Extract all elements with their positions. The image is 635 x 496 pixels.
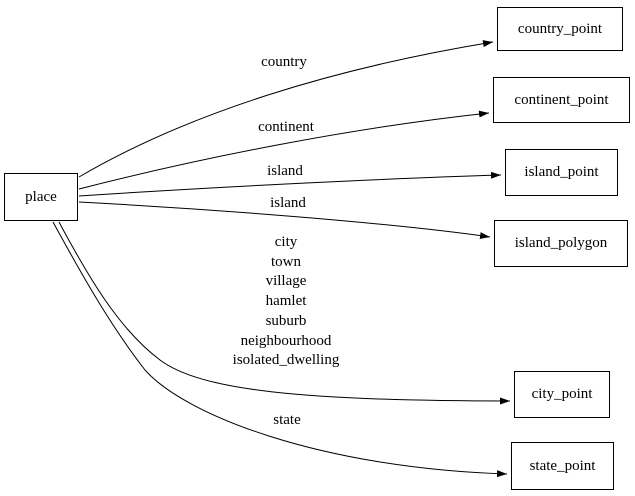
edge-label-village-line: village xyxy=(265,273,307,290)
edge-label-state: state xyxy=(273,412,301,429)
edge-label-island-point: island xyxy=(267,163,303,180)
edge-place-continent-point xyxy=(78,110,490,190)
node-place-label: place xyxy=(25,188,57,205)
edge-label-hamlet-line: hamlet xyxy=(265,293,307,310)
node-city-point: city_point xyxy=(514,371,610,418)
edge-label-suburb-line: suburb xyxy=(265,312,307,329)
node-state-point-label: state_point xyxy=(529,457,596,474)
edge-place-city-point xyxy=(58,221,511,405)
node-country-point-label: country_point xyxy=(517,20,603,37)
edge-place-state-point xyxy=(52,221,508,478)
node-country-point: country_point xyxy=(497,7,623,51)
edge-label-town-line: town xyxy=(271,253,301,270)
node-continent-point: continent_point xyxy=(493,77,630,123)
node-island-polygon: island_polygon xyxy=(494,220,628,267)
edge-label-city-point: city town village hamlet suburb neighbou… xyxy=(233,233,340,371)
node-continent-point-label: continent_point xyxy=(514,91,609,108)
node-city-point-label: city_point xyxy=(531,386,593,402)
edge-label-continent: continent xyxy=(258,119,314,136)
edge-label-isolated-dwelling-line: isolated_dwelling xyxy=(232,352,340,369)
edge-place-country-point xyxy=(78,40,494,178)
node-state-point: state_point xyxy=(511,442,614,490)
edge-label-island-polygon: island xyxy=(270,195,306,212)
node-island-polygon-label: island_polygon xyxy=(514,235,608,251)
edge-label-country: country xyxy=(261,54,307,71)
edge-label-city-line: city xyxy=(274,234,298,251)
node-island-point: island_point xyxy=(505,149,618,196)
edge-place-island-polygon xyxy=(78,201,491,240)
edge-place-island-point xyxy=(78,171,502,197)
node-place: place xyxy=(4,173,78,221)
node-island-point-label: island_point xyxy=(524,164,599,180)
edge-label-neighbourhood-line: neighbourhood xyxy=(240,332,332,349)
